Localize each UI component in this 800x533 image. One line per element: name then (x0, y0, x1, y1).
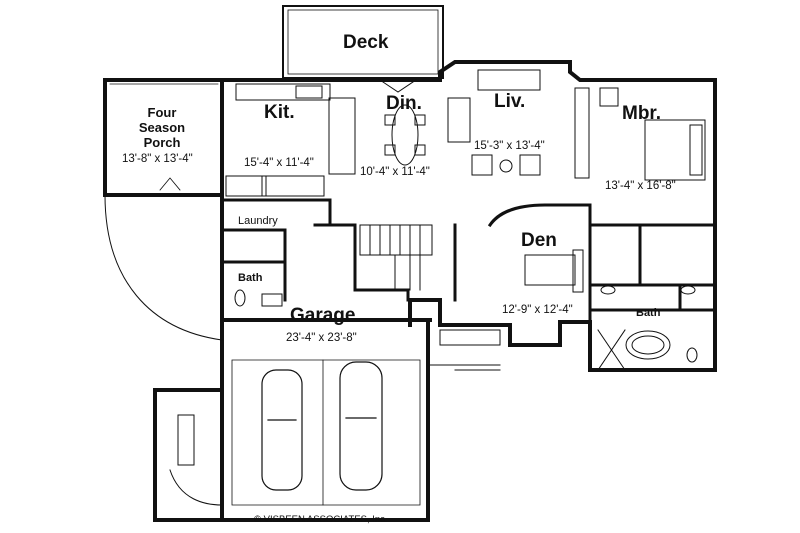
porch-label-line3: Porch (143, 135, 181, 150)
kitchen-label: Kit. (264, 102, 295, 123)
porch-room (103, 78, 224, 341)
dining-label: Din. (386, 93, 422, 114)
exterior-walls (153, 60, 717, 522)
deck-label: Deck (343, 32, 389, 53)
den-size: 12'-9" x 12'-4" (502, 304, 573, 316)
garage-cars (231, 359, 421, 506)
small-bath-fixtures (234, 289, 283, 307)
porch-label: Four Season Porch (138, 105, 186, 150)
interior-walls (220, 198, 717, 324)
kitchen-size: 15'-4" x 11'-4" (244, 157, 314, 169)
den-desk (524, 249, 584, 293)
garage-size: 23'-4" x 23'-8" (286, 332, 357, 344)
master-bed (599, 87, 706, 181)
den-label: Den (521, 230, 557, 251)
kitchen-counters (225, 83, 356, 197)
porch-size: 13'-8" x 13'-4" (122, 153, 193, 165)
bath-fixtures (597, 285, 698, 371)
dining-table (379, 79, 426, 166)
side-wing-fixtures (169, 414, 223, 506)
laundry-label: Laundry (238, 215, 278, 227)
dining-size: 10'-4" x 11'-4" (360, 166, 430, 178)
bath-label-2: Bath (636, 307, 661, 319)
garage-label: Garage (290, 305, 356, 326)
living-size: 15'-3" x 13'-4" (474, 140, 545, 152)
front-steps (429, 329, 501, 371)
copyright-text: © VISBEEN ASSOCIATES, Inc. (254, 514, 388, 525)
porch-label-line2: Season (138, 120, 186, 135)
living-furniture (447, 69, 590, 179)
porch-label-line1: Four (147, 105, 177, 120)
stairs (359, 224, 433, 291)
bath-label-1: Bath (238, 272, 263, 284)
living-label: Liv. (494, 91, 526, 112)
master-size: 13'-4" x 16'-8" (605, 180, 676, 192)
master-label: Mbr. (622, 103, 662, 124)
